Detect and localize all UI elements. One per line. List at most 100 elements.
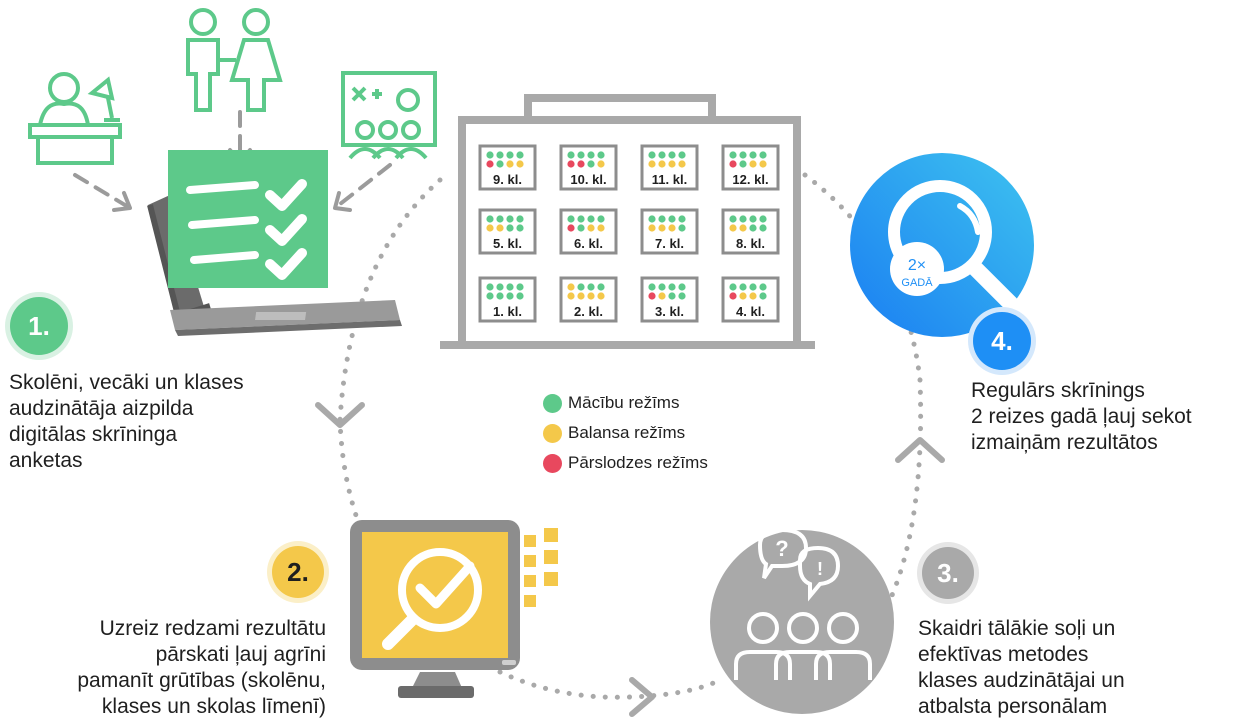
group-discussion-icon: ? ! [710, 527, 894, 714]
step-2-line: Uzreiz redzami rezultātu [99, 617, 326, 640]
status-dot [506, 283, 514, 291]
status-dot [739, 224, 747, 232]
classroom-tile: 1. kl. [478, 276, 537, 323]
status-dot [739, 160, 747, 168]
step-1-line: anketas [9, 449, 83, 472]
cycle-path [337, 172, 924, 700]
status-dot [759, 292, 767, 300]
status-dot [648, 215, 656, 223]
status-dot [506, 292, 514, 300]
classroom-tile: 11. kl. [640, 144, 699, 191]
status-dot [739, 283, 747, 291]
classroom-tile: 7. kl. [640, 208, 699, 255]
status-dot [729, 160, 737, 168]
status-dot [648, 160, 656, 168]
legend-dot-yellow [543, 423, 562, 443]
legend-dot-red [543, 453, 562, 473]
status-dot [648, 292, 656, 300]
step-2-line: pamanīt grūtības (skolēnu, [77, 669, 326, 692]
laptop-checklist-icon [147, 150, 402, 336]
status-dot [496, 160, 504, 168]
status-dot [729, 292, 737, 300]
step-2-line: pārskati ļauj agrīni [155, 643, 326, 666]
status-dot [648, 224, 656, 232]
classroom-label: 6. kl. [574, 236, 603, 251]
classroom-label: 2. kl. [574, 304, 603, 319]
status-dot [668, 283, 676, 291]
step-1-line: Skolēni, vecāki un klases [9, 371, 244, 394]
legend-item: Balansa režīms [543, 418, 763, 448]
step-4-line: izmaiņām rezultātos [971, 431, 1158, 454]
status-dot [759, 215, 767, 223]
classroom-tile: 9. kl. [478, 144, 537, 191]
status-dot [486, 292, 494, 300]
step-1-line: digitālas skrīninga [9, 423, 178, 446]
status-dot [516, 224, 524, 232]
classroom-tile: 3. kl. [640, 276, 699, 323]
status-dot [506, 215, 514, 223]
status-dot [678, 160, 686, 168]
classroom-tile: 5. kl. [478, 208, 537, 255]
status-dot [749, 160, 757, 168]
status-dot [597, 151, 605, 159]
step-1-line: audzinātāja aizpilda [9, 397, 194, 420]
classroom-tile: 6. kl. [559, 208, 618, 255]
status-dot [678, 215, 686, 223]
status-dot [516, 283, 524, 291]
status-dot [759, 151, 767, 159]
status-dot [577, 160, 585, 168]
classroom-label: 8. kl. [736, 236, 765, 251]
status-dot [496, 224, 504, 232]
svg-text:?: ? [775, 536, 788, 561]
classroom-label: 12. kl. [732, 172, 768, 187]
status-dot [739, 215, 747, 223]
status-dot [749, 151, 757, 159]
status-dot [577, 292, 585, 300]
status-dot [749, 224, 757, 232]
status-dot [668, 160, 676, 168]
step-2-text: Uzreiz redzami rezultātu pārskati ļauj a… [0, 616, 326, 720]
status-dot [516, 160, 524, 168]
step-3-line: Skaidri tālākie soļi un [918, 617, 1116, 640]
status-dot [739, 151, 747, 159]
status-dot [729, 151, 737, 159]
legend: Mācību režīms Balansa režīms Pārslodzes … [543, 388, 763, 478]
status-dot [496, 151, 504, 159]
status-dot [597, 224, 605, 232]
status-dot [739, 292, 747, 300]
legend-label: Pārslodzes režīms [568, 453, 708, 472]
status-dot [567, 160, 575, 168]
teacher-icon [341, 71, 437, 160]
status-dot [486, 224, 494, 232]
status-dot [759, 160, 767, 168]
arrow-up-icon [895, 437, 945, 463]
status-dot [506, 224, 514, 232]
status-dot [658, 151, 666, 159]
status-dot [486, 151, 494, 159]
status-dot [668, 151, 676, 159]
classroom-tile: 8. kl. [721, 208, 780, 255]
status-dot [658, 215, 666, 223]
status-dot [486, 283, 494, 291]
status-dot [506, 160, 514, 168]
frequency-unit: GADĀ [901, 277, 933, 289]
classroom-label: 7. kl. [655, 236, 684, 251]
legend-item: Pārslodzes režīms [543, 448, 763, 478]
classroom-label: 1. kl. [493, 304, 522, 319]
status-dot [587, 224, 595, 232]
status-dot [597, 292, 605, 300]
status-dot [597, 283, 605, 291]
cycle-arrows [315, 402, 945, 717]
classroom-label: 10. kl. [570, 172, 606, 187]
status-dot [749, 283, 757, 291]
status-dot [587, 160, 595, 168]
step-4-line: 2 reizes gadā ļauj sekot [971, 405, 1192, 428]
classroom-tile: 10. kl. [559, 144, 618, 191]
status-dot [496, 215, 504, 223]
status-dot [648, 151, 656, 159]
status-dot [577, 151, 585, 159]
status-dot [658, 160, 666, 168]
legend-dot-green [543, 393, 562, 413]
status-dot [567, 151, 575, 159]
status-dot [668, 292, 676, 300]
